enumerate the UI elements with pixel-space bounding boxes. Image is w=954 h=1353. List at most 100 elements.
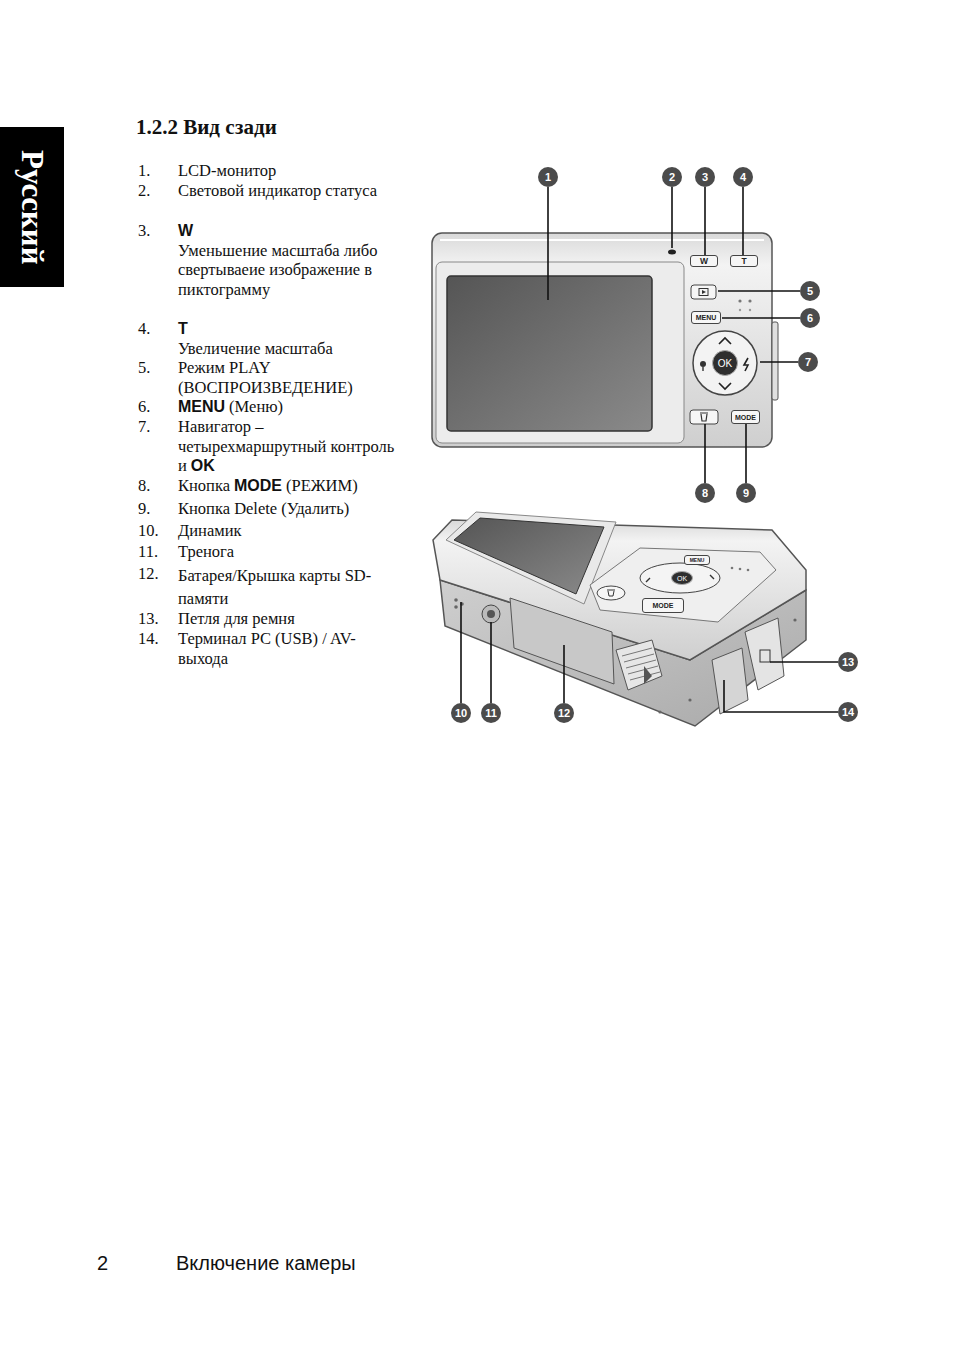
list-item: КнопкаMODE(РЕЖИМ)	[178, 476, 396, 496]
camera-bottom-view-part	[646, 575, 714, 582]
footer-text: Включение камеры	[176, 1252, 356, 1275]
camera-bottom-view-part	[616, 640, 662, 690]
list-number: 7.	[138, 417, 150, 437]
callout-number: 13	[838, 652, 858, 672]
leader-lines-part	[760, 361, 798, 363]
callout-text: 14	[842, 706, 854, 718]
list-number: 2.	[138, 181, 150, 201]
section-title: 1.2.2 Вид сзади	[136, 115, 277, 140]
camera-button: MODE	[642, 598, 684, 613]
leader-lines-part	[490, 622, 492, 703]
camera-bottom-view-part	[747, 569, 750, 572]
camera-back-view-part	[699, 289, 708, 296]
camera-back-view-part	[749, 309, 751, 311]
camera-bottom-view-part	[760, 650, 770, 662]
camera-back-view-part	[432, 233, 772, 447]
callout-text: 10	[455, 707, 467, 719]
node-text: OK	[718, 358, 732, 369]
callout-number: 3	[695, 167, 715, 187]
callout-number: 8	[695, 483, 715, 503]
node-text: Русский	[14, 150, 50, 265]
callout-number: 10	[451, 703, 471, 723]
leader-lines-part	[671, 187, 673, 248]
callout-number: 4	[733, 167, 753, 187]
camera-bottom-view-part	[597, 586, 625, 600]
list-item: Кнопка Delete (Удалить)	[178, 499, 396, 519]
callout-text: 2	[669, 171, 675, 183]
camera-bottom-view-part	[446, 512, 616, 604]
callout-text: 7	[805, 356, 811, 368]
camera-bottom-view-part	[640, 563, 720, 593]
camera-bottom-view-part	[658, 710, 661, 713]
list-text: Световой индикатор статуса	[178, 181, 377, 200]
camera-back-view-part	[744, 358, 748, 371]
camera-bottom-view-part	[482, 605, 500, 623]
callout-number: 14	[838, 702, 858, 722]
ok-button: OK	[671, 571, 693, 585]
camera-bottom-view-part	[510, 598, 614, 684]
list-text: Кнопка	[178, 476, 230, 495]
list-text: Динамик	[178, 521, 242, 540]
camera-bottom-view-part	[622, 648, 660, 680]
camera-bottom-view-part	[745, 618, 784, 690]
leader-lines-part	[722, 317, 800, 319]
node-text: OK	[677, 575, 687, 582]
list-number: 14.	[138, 629, 159, 649]
list-number: 13.	[138, 609, 159, 629]
list-number: 12.	[138, 564, 159, 584]
camera-bottom-view-part	[793, 618, 796, 621]
list-item: Тренога	[178, 542, 396, 562]
page-number: 2	[97, 1252, 108, 1275]
node-text: MODE	[653, 602, 674, 609]
node-text: MENU	[690, 557, 705, 563]
camera-back-view-part	[668, 250, 676, 255]
camera-button: MENU	[691, 311, 721, 324]
camera-back-view-part	[440, 239, 764, 241]
control-name: OK	[191, 457, 215, 474]
leader-lines-part	[704, 187, 706, 257]
callout-number: 12	[554, 703, 574, 723]
list-item: WУменьшение масштаба либо свертываеие из…	[178, 221, 396, 299]
callout-text: 9	[743, 487, 749, 499]
camera-bottom-view-part	[487, 610, 495, 618]
list-text: Терминал PC (USB) / AV-выхода	[178, 629, 356, 668]
list-number: 11.	[138, 542, 158, 562]
list-text: Уменьшение масштаба либо свертываеие изо…	[178, 241, 396, 300]
list-text: Батарея/Крышка карты SD-памяти	[178, 566, 371, 608]
camera-button: W	[690, 255, 718, 267]
list-text: LCD-монитор	[178, 161, 276, 180]
camera-bottom-view-part	[454, 598, 458, 602]
list-text: (Меню)	[229, 397, 283, 416]
camera-button: T	[730, 255, 758, 267]
camera-bottom-view-part	[739, 568, 742, 571]
list-number: 3.	[138, 221, 150, 241]
list-item: Навигатор – четырехмаршрутный контроль и…	[178, 417, 396, 476]
leader-lines-part	[742, 187, 744, 257]
camera-bottom-view-part	[644, 666, 652, 684]
camera-back-view-part	[700, 361, 706, 367]
control-name: W	[178, 221, 396, 241]
list-item: MENU(Меню)	[178, 397, 396, 417]
list-item: Петля для ремня	[178, 609, 396, 629]
camera-back-view-part	[702, 290, 706, 294]
list-text: Увеличение масштаба	[178, 339, 396, 359]
leader-lines-part	[745, 424, 747, 483]
callout-text: 12	[558, 707, 570, 719]
list-item: Режим PLAY (ВОСПРОИЗВЕДЕНИЕ)	[178, 358, 396, 397]
leader-lines-part	[563, 645, 565, 703]
callout-text: 6	[807, 312, 813, 324]
camera-bottom-view-part	[731, 567, 734, 570]
camera-back-view-part	[719, 338, 731, 344]
control-name: MENU	[178, 398, 225, 415]
control-name: T	[178, 319, 396, 339]
list-item: TУвеличение масштаба	[178, 319, 396, 358]
list-number: 1.	[138, 161, 150, 181]
leader-lines-part	[724, 680, 838, 712]
callout-number: 9	[736, 483, 756, 503]
list-text: Режим PLAY (ВОСПРОИЗВЕДЕНИЕ)	[178, 358, 353, 397]
callout-text: 13	[842, 656, 854, 668]
callout-number: 5	[800, 281, 820, 301]
camera-back-view-part	[691, 285, 716, 299]
camera-back-view-part	[693, 331, 757, 395]
